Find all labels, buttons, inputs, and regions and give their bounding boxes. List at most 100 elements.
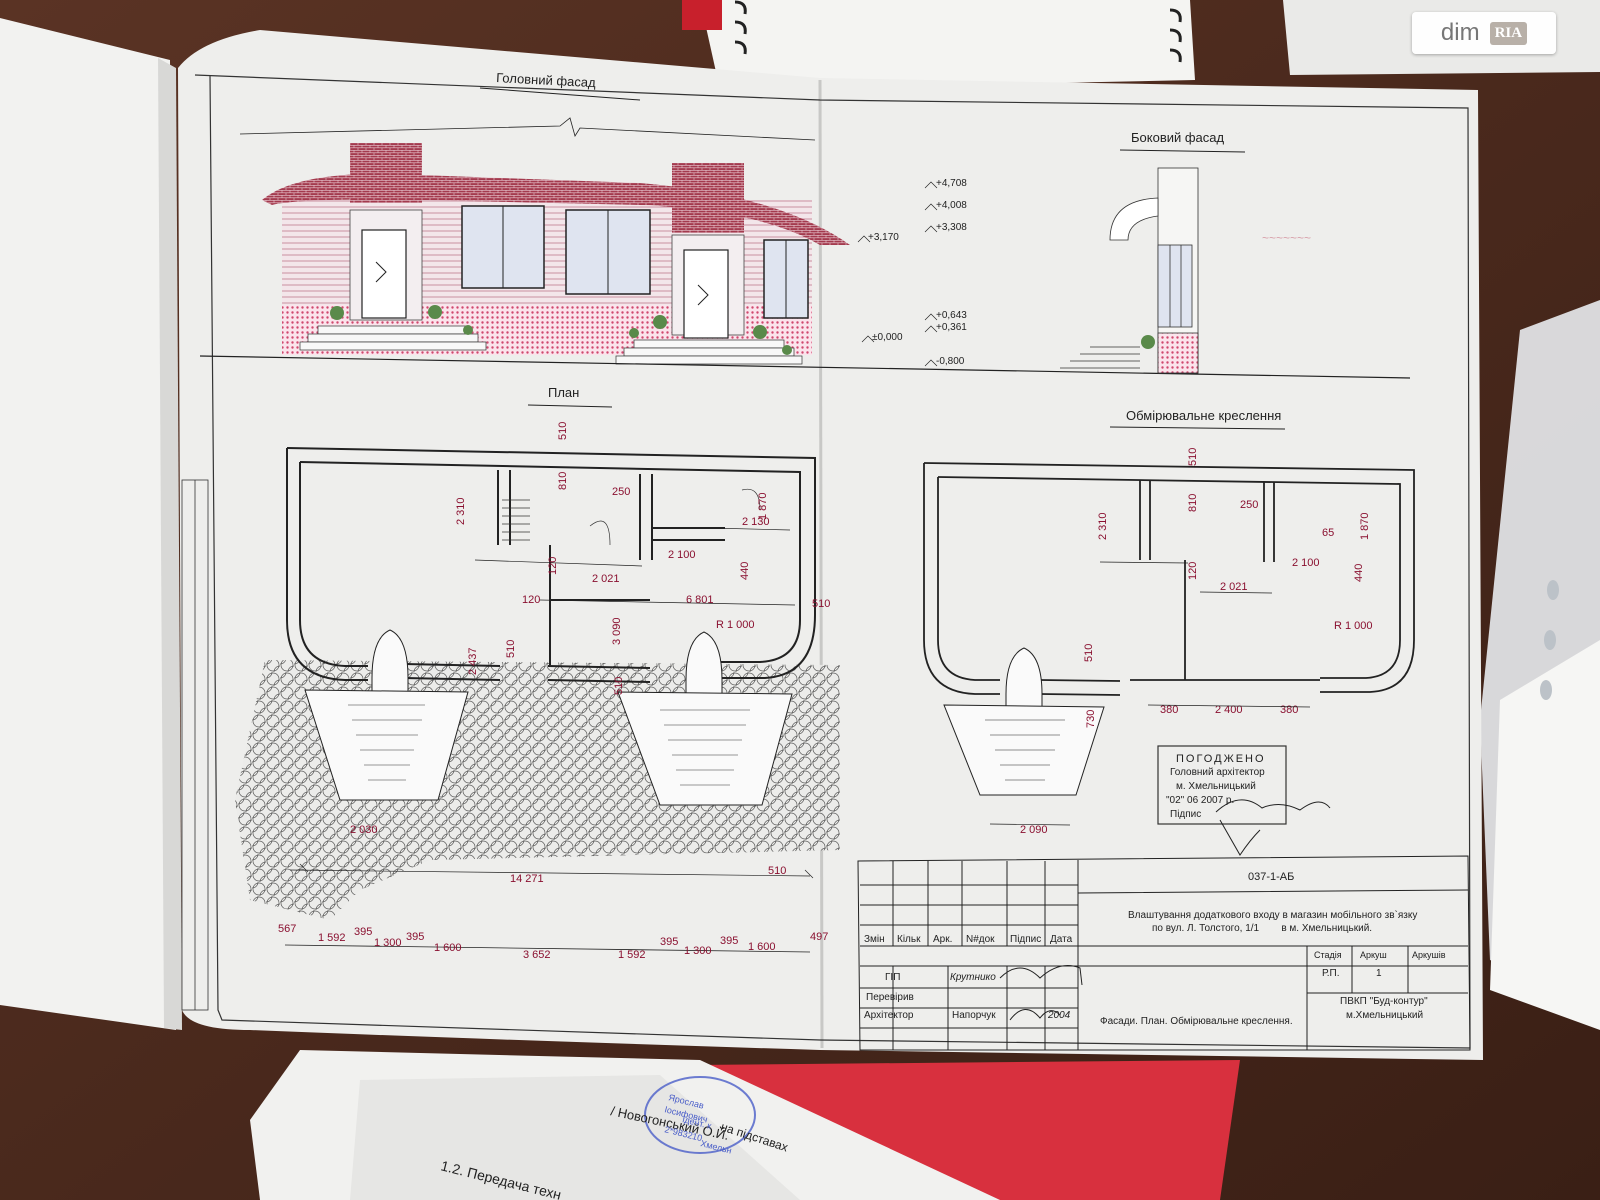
bottom-dim-7: 1 592	[618, 949, 646, 961]
title-code: 037-1-АБ	[1248, 871, 1294, 883]
col-doc-no: N#док	[966, 934, 995, 945]
side-facade-elevation	[1060, 167, 1199, 374]
stamp-line-1: Головний архітектор	[1170, 767, 1265, 778]
left-blank-page	[0, 18, 176, 1030]
m-dim-2090: 2 090	[1020, 824, 1048, 836]
dim-510-bottom: 510	[768, 865, 786, 877]
m-dim-2100: 2 100	[1292, 557, 1320, 569]
dim-6801: 6 801	[686, 594, 714, 606]
drawing-frame	[194, 74, 1471, 1049]
col-quantity: Кільк	[897, 934, 921, 945]
title-desc-2: по вул. Л. Толстого, 1/1 в м. Хмельницьк…	[1152, 923, 1372, 934]
title-block-text: 037-1-АБ Влаштування додаткового входу в…	[864, 871, 1446, 1027]
side-facade-red-mark: ~~~~~~~	[1262, 231, 1311, 245]
col-sheet: Арк.	[933, 934, 952, 945]
m-dim-1870: 1 870	[1359, 512, 1371, 540]
bottom-dim-12: 497	[810, 931, 828, 943]
main-facade-title: Головний фасад	[496, 70, 597, 90]
bottom-dim-6: 3 652	[523, 949, 551, 961]
m-dim-440: 440	[1353, 564, 1365, 582]
bottom-dimension-chain: 567 1 592 395 1 300 395 1 600 3 652 1 59…	[278, 923, 828, 961]
arch-signature	[1009, 1009, 1061, 1021]
m-dim-380-a: 380	[1160, 704, 1178, 716]
gip-name: Крутнико	[950, 972, 996, 983]
stage-header: Стадія	[1314, 950, 1342, 960]
m-dim-380-b: 380	[1280, 704, 1298, 716]
main-facade-title-underline	[479, 87, 641, 101]
left-page-edge	[158, 58, 182, 1030]
dim-2100: 2 100	[668, 549, 696, 561]
dim-120-b: 120	[522, 594, 540, 606]
measure-dimensions: 510 810 250 1 870 2 310 65 2 100 440 120…	[989, 448, 1373, 836]
main-facade-elevation	[262, 143, 850, 365]
approval-stamp: ПОГОДЖЕНО Головний архітектор м. Хмельни…	[1157, 745, 1331, 856]
dim-120-a: 120	[547, 557, 559, 575]
red-object	[682, 0, 722, 30]
bottom-dim-4: 395	[406, 931, 424, 943]
dim-440: 440	[739, 562, 751, 580]
stamp-line-2: м. Хмельницький	[1176, 781, 1256, 792]
background-notebook	[700, 0, 1195, 90]
dim-2021: 2 021	[592, 573, 620, 585]
blue-seal	[644, 1076, 756, 1154]
side-facade-title: Боковий фасад	[1131, 130, 1225, 145]
bottom-dim-1: 1 592	[318, 932, 346, 944]
dim-radius: R 1 000	[716, 619, 755, 631]
dim-2130: 2 130	[742, 516, 770, 528]
dim-510-right: 510	[812, 598, 830, 610]
plan-steps	[348, 704, 750, 786]
dim-2310: 2 310	[455, 497, 467, 525]
bottom-dim-3: 1 300	[374, 937, 402, 949]
title-desc-1: Влаштування додаткового входу в магазин …	[1128, 909, 1417, 921]
level-minus-0800: -0,800	[936, 356, 965, 367]
m-dim-65: 65	[1322, 527, 1334, 539]
dim-ria-watermark: dim RIA	[1412, 12, 1556, 54]
facade-break-line	[239, 117, 816, 141]
level-4708: +4,708	[936, 178, 967, 189]
stamp-date: "02" 06 2007 р.	[1166, 795, 1234, 806]
dim-250: 250	[612, 486, 630, 498]
gip-role: ГІП	[885, 972, 900, 983]
level-0000: ±0,000	[872, 332, 903, 343]
plan-entries	[304, 629, 793, 806]
stamp-sign-label: Підпис	[1170, 809, 1201, 820]
m-dim-810: 810	[1187, 494, 1199, 512]
plan-stair-interior	[502, 488, 761, 546]
m-dim-510: 510	[1187, 448, 1199, 466]
watermark-badge: RIA	[1489, 21, 1528, 45]
bottom-dim-8: 395	[660, 936, 678, 948]
stage-value: Р.П.	[1322, 968, 1340, 979]
bottom-document-2	[350, 1075, 800, 1200]
level-3170: +3,170	[868, 232, 899, 243]
drawing-name: Фасади. План. Обмірювальне креслення.	[1100, 1015, 1293, 1027]
level-3308: +3,308	[936, 222, 967, 233]
dim-2437: 2 437	[467, 647, 479, 675]
m-dim-250: 250	[1240, 499, 1258, 511]
measure-entry	[943, 647, 1105, 796]
company-city: м.Хмельницький	[1346, 1010, 1423, 1021]
sheets-header: Аркушів	[1412, 950, 1446, 960]
measure-title: Обмірювальне креслення	[1126, 408, 1281, 423]
company-name: ПВКП "Буд-контур"	[1340, 996, 1428, 1007]
dim-510-mid: 510	[505, 640, 517, 658]
dim-14271: 14 271	[510, 873, 544, 885]
paper-stack-right	[1490, 640, 1600, 1030]
level-0361: +0,361	[936, 322, 967, 333]
col-changes: Змін	[864, 934, 885, 945]
sheet-header: Аркуш	[1360, 950, 1387, 960]
dim-3090: 3 090	[611, 617, 623, 645]
measure-walls	[923, 462, 1415, 696]
arch-role: Архітектор	[864, 1010, 914, 1021]
bottom-dim-11: 1 600	[748, 941, 776, 953]
m-dim-510-low: 510	[1083, 644, 1095, 662]
dim-510-low: 510	[613, 677, 625, 695]
dim-810: 810	[557, 472, 569, 490]
stamp-title: ПОГОДЖЕНО	[1176, 753, 1266, 765]
m-dim-120: 120	[1187, 562, 1199, 580]
side-facade-title-underline	[1119, 149, 1246, 153]
stamp-signature	[1215, 799, 1331, 856]
m-dim-730: 730	[1085, 710, 1097, 728]
dim-2030: 2 030	[350, 824, 378, 836]
bottom-dim-9: 1 300	[684, 945, 712, 957]
